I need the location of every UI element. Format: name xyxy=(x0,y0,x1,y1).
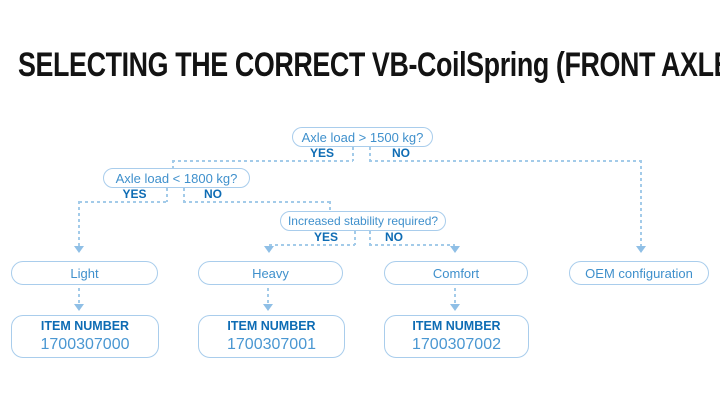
decision-axle-load-1500-text: Axle load > 1500 kg? xyxy=(301,129,424,145)
decision-axle-load-1500: Axle load > 1500 kg? xyxy=(292,127,433,147)
connector-d1-no-horizontal xyxy=(369,160,641,162)
outcome-heavy-label: Heavy xyxy=(252,265,289,281)
decision-2-no-label: NO xyxy=(204,187,222,201)
decision-3-no-label: NO xyxy=(385,230,403,244)
arrow-down-icon-item-1 xyxy=(74,304,84,311)
outcome-oem-configuration-label: OEM configuration xyxy=(585,265,693,281)
connector-heavy-item xyxy=(267,288,269,305)
connector-d1-sep-no xyxy=(369,147,371,161)
connector-comfort-item xyxy=(454,288,456,305)
item-number-box-comfort: ITEM NUMBER 1700307002 xyxy=(384,315,529,358)
outcome-heavy: Heavy xyxy=(198,261,343,285)
item-number-value: 1700307002 xyxy=(412,336,501,353)
connector-d2-no-drop xyxy=(329,201,331,212)
connector-d2-yes-vertical xyxy=(78,201,80,247)
arrow-down-icon-heavy xyxy=(264,246,274,253)
decision-1-no-label: NO xyxy=(392,146,410,160)
item-number-value: 1700307001 xyxy=(227,336,316,353)
item-number-heading: ITEM NUMBER xyxy=(412,319,501,333)
arrow-down-icon-item-2 xyxy=(263,304,273,311)
connector-d1-yes-horizontal xyxy=(172,160,353,162)
outcome-comfort: Comfort xyxy=(384,261,528,285)
connector-d2-sep-no xyxy=(183,188,185,202)
connector-d3-no-horizontal xyxy=(369,244,455,246)
item-number-heading: ITEM NUMBER xyxy=(227,319,316,333)
item-number-value: 1700307000 xyxy=(40,336,130,353)
connector-d2-no-horizontal xyxy=(183,201,330,203)
outcome-light-label: Light xyxy=(70,265,99,281)
outcome-light: Light xyxy=(11,261,158,285)
arrow-down-icon-comfort xyxy=(450,246,460,253)
connector-d3-sep-no xyxy=(369,231,371,245)
decision-axle-load-1800-text: Axle load < 1800 kg? xyxy=(115,170,238,186)
connector-d3-yes-horizontal xyxy=(269,244,355,246)
item-number-heading: ITEM NUMBER xyxy=(40,319,130,333)
decision-increased-stability: Increased stability required? xyxy=(280,211,446,231)
arrow-down-icon-item-3 xyxy=(450,304,460,311)
connector-d1-no-vertical xyxy=(640,160,642,247)
arrow-down-icon-oem xyxy=(636,246,646,253)
item-number-box-heavy: ITEM NUMBER 1700307001 xyxy=(198,315,345,358)
decision-axle-load-1800: Axle load < 1800 kg? xyxy=(103,168,250,188)
outcome-comfort-label: Comfort xyxy=(432,265,480,281)
connector-d3-sep-yes xyxy=(354,231,356,245)
decision-2-yes-label: YES xyxy=(122,187,147,201)
decision-3-yes-label: YES xyxy=(313,230,338,244)
page-title: SELECTING THE CORRECT VB-CoilSpring (FRO… xyxy=(18,46,720,84)
connector-light-item xyxy=(78,288,80,305)
item-number-box-light: ITEM NUMBER 1700307000 xyxy=(11,315,159,358)
decision-increased-stability-text: Increased stability required? xyxy=(287,214,439,228)
connector-d1-yes-drop xyxy=(172,160,174,169)
outcome-oem-configuration: OEM configuration xyxy=(569,261,709,285)
connector-d2-sep-yes xyxy=(166,188,168,202)
arrow-down-icon-light xyxy=(74,246,84,253)
connector-d1-sep-yes xyxy=(352,147,354,161)
decision-1-yes-label: YES xyxy=(309,146,334,160)
connector-d2-yes-horizontal xyxy=(79,201,167,203)
